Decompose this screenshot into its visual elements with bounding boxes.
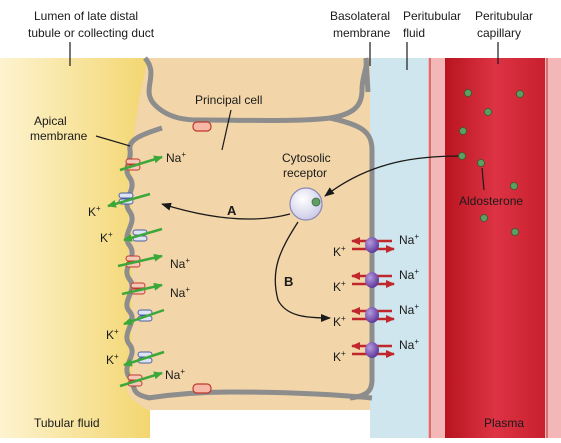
peritubular-fluid-label-line1: Peritubular (403, 9, 461, 23)
k-efflux-arrow (123, 350, 165, 367)
k-efflux-arrow (107, 192, 151, 208)
k-ion-label: K+ (106, 327, 119, 342)
k-ion-label: K+ (333, 244, 346, 259)
k-ion-label: K+ (333, 314, 346, 329)
basolateral-label-line1: Basolateral (330, 9, 390, 23)
bound-aldosterone-dot (311, 197, 321, 207)
na-influx-arrow (119, 155, 163, 172)
k-efflux-arrow (123, 227, 163, 242)
principal-cell-body (126, 58, 371, 410)
apical-label-line2: membrane (30, 129, 88, 143)
k-ion-label: K+ (106, 352, 119, 367)
na-k-pump (351, 342, 395, 358)
na-ion-label: Na+ (170, 256, 190, 271)
na-influx-arrow (119, 371, 163, 388)
apical-k-channel (137, 309, 153, 322)
k-ion-label: K+ (333, 349, 346, 364)
na-influx-arrow (117, 253, 163, 268)
basolateral-membrane-line (329, 115, 375, 401)
tight-junction-bottom (192, 383, 212, 394)
pathway-b-label: B (284, 274, 293, 289)
na-ion-label: Na+ (170, 285, 190, 300)
capillary-lumen (445, 58, 545, 438)
na-ion-label: Na+ (165, 367, 185, 382)
cytosolic-receptor-label-line2: receptor (283, 166, 327, 180)
peritubular-capillary-label-line2: capillary (477, 26, 521, 40)
lower-cell-membrane (147, 389, 373, 401)
apical-label-line1: Apical (34, 114, 67, 128)
peritubular-fluid-label-line2: fluid (403, 26, 425, 40)
peritubular-capillary-label-line1: Peritubular (475, 9, 533, 23)
na-ion-label: Na+ (399, 232, 419, 247)
pathway-a-arrow (161, 202, 291, 220)
lumen-label-line1: Lumen of late distal (34, 9, 138, 23)
cytosolic-receptor-label-line1: Cytosolic (282, 151, 331, 165)
tubular-lumen-region (0, 58, 150, 438)
plasma-label: Plasma (484, 416, 524, 430)
k-efflux-arrow (123, 308, 165, 326)
na-ion-label: Na+ (399, 267, 419, 282)
cytosolic-receptor (289, 187, 323, 221)
lumen-label-line2: tubule or collecting duct (28, 26, 155, 40)
aldosterone-molecules (458, 89, 524, 236)
tight-junction-top (192, 121, 212, 132)
aldosterone-leader-line (481, 167, 485, 191)
pathway-a-label: A (227, 203, 237, 218)
na-influx-arrow (121, 282, 163, 296)
aldosterone-entry-arrow (324, 155, 463, 197)
k-ion-label: K+ (100, 230, 113, 245)
na-k-pump (351, 307, 395, 323)
tubular-fluid-label: Tubular fluid (34, 416, 100, 430)
na-ion-label: Na+ (399, 337, 419, 352)
aldosterone-label: Aldosterone (459, 194, 523, 208)
na-ion-label: Na+ (399, 302, 419, 317)
na-k-pump (351, 272, 395, 288)
principal-cell-label: Principal cell (195, 93, 262, 107)
na-ion-label: Na+ (166, 150, 186, 165)
upper-cell-membrane (142, 56, 369, 123)
basolateral-membrane-top (363, 57, 371, 93)
apical-na-channel (125, 158, 141, 171)
pathway-b-arrow (274, 221, 331, 322)
na-k-pump (351, 237, 395, 253)
principal-cell-leader-line (221, 109, 232, 151)
apical-leader-line (95, 135, 131, 147)
k-ion-label: K+ (333, 279, 346, 294)
basolateral-label-line2: membrane (333, 26, 391, 40)
k-ion-label: K+ (88, 204, 101, 219)
